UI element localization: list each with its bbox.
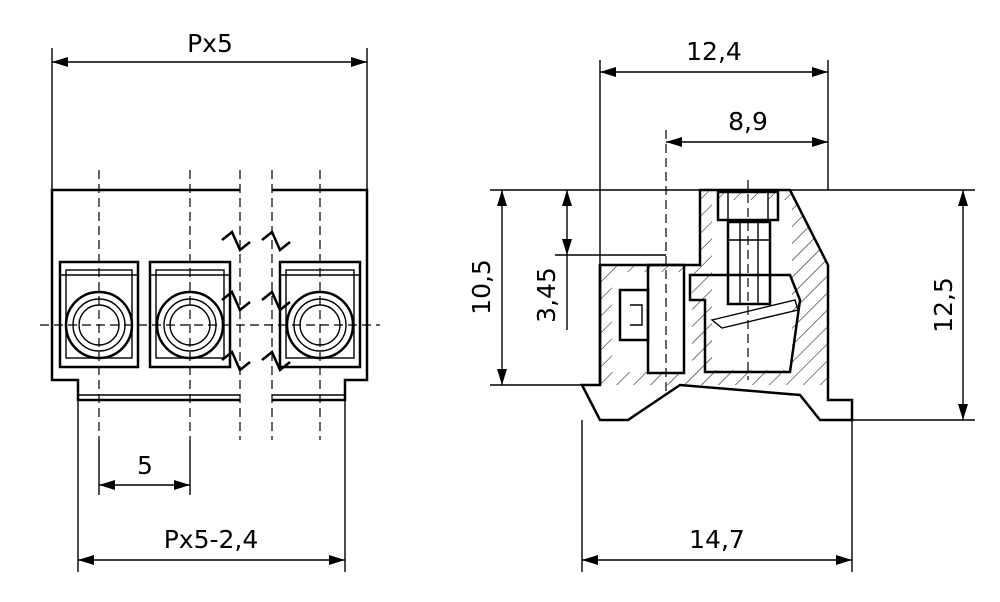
dimension-depth-total: 12,4 [600,37,828,77]
dim-label-depth-total: 12,4 [686,37,742,66]
pin-latch-detail [630,304,643,326]
break-line [221,350,251,372]
dim-label-bottom-width: Px5-2,4 [164,525,259,554]
dim-label-height-total: 12,5 [929,277,958,333]
cavity-right [712,200,792,370]
clamp-cage [688,273,802,374]
break-line [221,230,251,252]
break-line [261,290,291,312]
dimension-depth-pin: 8,9 [666,107,828,147]
dim-label-depth-pin: 8,9 [728,107,768,136]
body-outline-left [50,188,240,402]
side-view: 12,4 8,9 10,5 3,45 12,5 [467,37,975,572]
break-line [261,350,291,372]
dimension-pitch: 5 [98,440,191,495]
dimension-px5: Px5 [52,29,367,67]
dim-label-px5: Px5 [187,29,233,58]
dimension-bottom-width: Px5-2,4 [77,400,346,572]
dimension-height-body: 10,5 [467,190,507,385]
body-outline-right [272,188,369,402]
cavity-left [612,272,692,372]
dim-label-height-pin: 3,45 [532,267,561,323]
dim-label-height-body: 10,5 [467,259,496,315]
dimension-height-pin: 3,45 [532,190,572,330]
front-view: Px5 [40,29,380,572]
clamp-spring [710,299,799,329]
pin-latch [618,288,650,342]
dimension-height-total: 12,5 [929,190,968,420]
break-line [261,230,291,252]
dim-label-pitch: 5 [137,451,153,480]
clamp-screw [716,190,780,306]
dimension-base-width: 14,7 [582,525,852,565]
break-line [221,290,251,312]
dim-label-base-width: 14,7 [689,525,745,554]
